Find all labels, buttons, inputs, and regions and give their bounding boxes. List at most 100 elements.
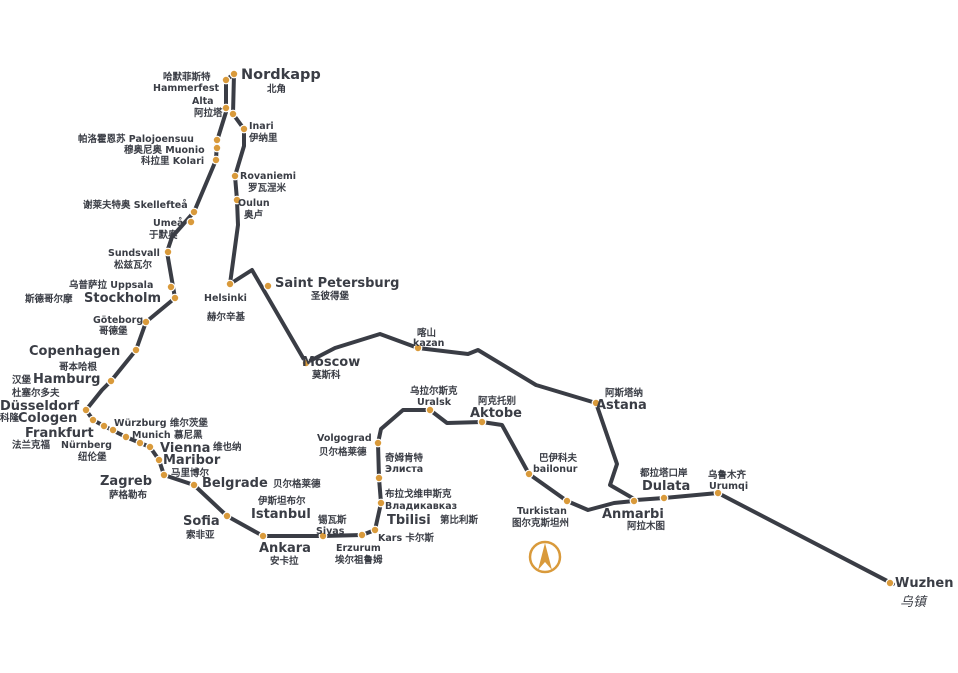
stop-zagreb[interactable] xyxy=(159,470,169,480)
stop-nordkapp[interactable] xyxy=(229,69,239,79)
stop-hamburg[interactable] xyxy=(106,376,116,386)
label-astana-cn: 阿斯塔纳 xyxy=(605,387,643,399)
stop-dusseldorf[interactable] xyxy=(81,405,91,415)
stops xyxy=(81,69,895,588)
label-zagreb-cn: 萨格勒布 xyxy=(109,489,148,501)
stop-dulata[interactable] xyxy=(659,493,669,503)
label-helsinki: Helsinki xyxy=(204,293,247,304)
stop-tbilisi[interactable] xyxy=(376,498,386,508)
stop-skelleftea[interactable] xyxy=(189,207,199,217)
stop-stockholm[interactable] xyxy=(170,293,180,303)
label-urumqi-cn: 乌鲁木齐 xyxy=(708,469,747,481)
label-wuzhen-cn: 乌镇 xyxy=(900,595,928,610)
label-sundsvall: Sundsvall xyxy=(108,248,160,259)
label-muonio: 穆奥尼奥 Muonio xyxy=(124,144,205,156)
label-uralsk: Uralsk xyxy=(417,397,452,408)
stop-oulun[interactable] xyxy=(232,195,242,205)
stop-rovaniemi[interactable] xyxy=(230,171,240,181)
label-maribor: Maribor xyxy=(163,453,221,468)
stop-astana[interactable] xyxy=(591,398,601,408)
stop-palojoensuu[interactable] xyxy=(212,135,222,145)
label-cologne-cn: 科隆 xyxy=(0,412,20,424)
label-elista: Элиста xyxy=(385,464,423,475)
label-hammerfest-cn: 哈默菲斯特 xyxy=(163,71,211,83)
label-stockholm: Stockholm xyxy=(84,291,161,306)
stop-inari[interactable] xyxy=(228,109,238,119)
stop-uralsk[interactable] xyxy=(425,405,435,415)
label-tbilisi-cn: 第比利斯 xyxy=(440,514,479,526)
stop-bailonur[interactable] xyxy=(524,469,534,479)
stop-muonio[interactable] xyxy=(212,143,222,153)
labels: Nordkapp 北角 哈默菲斯特 Hammerfest Alta 阿拉塔 In… xyxy=(0,67,954,610)
label-inari: Inari xyxy=(249,121,274,132)
label-inari-cn: 伊纳里 xyxy=(248,132,278,144)
label-maribor-cn: 马里博尔 xyxy=(171,467,210,479)
stop-urumqi[interactable] xyxy=(713,488,723,498)
stop-hammerfest[interactable] xyxy=(221,75,231,85)
stop-goteborg[interactable] xyxy=(141,317,151,327)
north-arrow-compass-icon xyxy=(528,540,562,574)
label-cologne: Cologen xyxy=(18,411,77,426)
label-astana: Astana xyxy=(596,398,647,413)
stop-maribor[interactable] xyxy=(154,455,164,465)
stop-turkistan[interactable] xyxy=(562,496,572,506)
stop-alta[interactable] xyxy=(221,103,231,113)
label-hammerfest: Hammerfest xyxy=(153,83,220,94)
label-bailonur-cn: 巴伊科夫 xyxy=(539,452,578,464)
label-vladikavkaz-cn: 布拉戈维申斯克 xyxy=(384,488,452,500)
stop-saint-petersburg[interactable] xyxy=(263,281,273,291)
stop-nurnberg[interactable] xyxy=(121,432,131,442)
stop-ankara[interactable] xyxy=(318,531,328,541)
label-nurnberg: Nürnberg xyxy=(61,440,112,451)
stop-aktobe[interactable] xyxy=(477,417,487,427)
stop-kars[interactable] xyxy=(370,525,380,535)
stop-umea[interactable] xyxy=(186,217,196,227)
label-sivas-cn: 锡瓦斯 xyxy=(318,514,347,526)
stop-helsinki[interactable] xyxy=(225,279,235,289)
label-nordkapp-cn: 北角 xyxy=(267,83,286,95)
stop-inari-2[interactable] xyxy=(239,124,249,134)
stop-munich[interactable] xyxy=(135,438,145,448)
label-ankara: Ankara xyxy=(259,541,311,556)
label-saint-petersburg-cn: 圣彼得堡 xyxy=(310,290,350,302)
label-uralsk-cn: 乌拉尔斯克 xyxy=(410,385,458,397)
label-volgograd-cn: 贝尔格莱德 xyxy=(319,446,367,458)
stop-kazan[interactable] xyxy=(413,343,423,353)
stop-vienna[interactable] xyxy=(145,442,155,452)
stop-copenhagen[interactable] xyxy=(131,345,141,355)
label-istanbul-cn: 伊斯坦布尔 xyxy=(257,495,306,507)
stop-belgrade[interactable] xyxy=(189,480,199,490)
label-rovaniemi: Rovaniemi xyxy=(240,171,296,182)
stop-cologne[interactable] xyxy=(88,415,98,425)
label-kazan-cn: 喀山 xyxy=(417,327,436,339)
label-goteborg-cn: 哥德堡 xyxy=(99,325,128,337)
label-copenhagen: Copenhagen xyxy=(29,344,120,359)
stop-istanbul[interactable] xyxy=(258,531,268,541)
label-umea: Umeå xyxy=(153,218,183,229)
stop-kolari[interactable] xyxy=(211,155,221,165)
label-alta: Alta xyxy=(192,96,214,107)
stop-frankfurt[interactable] xyxy=(99,421,109,431)
stop-elista[interactable] xyxy=(374,473,384,483)
label-moscow-cn: 莫斯科 xyxy=(311,369,341,381)
stop-wurzburg[interactable] xyxy=(108,425,118,435)
label-sundsvall-cn: 松兹瓦尔 xyxy=(114,259,153,271)
label-kolari: 科拉里 Kolari xyxy=(141,155,204,167)
label-goteborg: Göteborg xyxy=(93,315,143,326)
label-belgrade-cn: 贝尔格莱德 xyxy=(273,478,321,490)
stop-uppsala[interactable] xyxy=(166,282,176,292)
stop-sivas[interactable] xyxy=(357,530,367,540)
label-istanbul: Istanbul xyxy=(251,507,311,522)
label-copenhagen-cn: 哥本哈根 xyxy=(59,361,98,373)
stop-anmarbi[interactable] xyxy=(629,496,639,506)
stop-wuzhen[interactable] xyxy=(885,578,895,588)
label-helsinki-cn: 赫尔辛基 xyxy=(207,311,246,323)
stop-sofia[interactable] xyxy=(222,511,232,521)
stop-moscow[interactable] xyxy=(301,358,311,368)
stop-sundsvall[interactable] xyxy=(163,247,173,257)
label-anmarbi-cn: 阿拉木图 xyxy=(627,520,665,532)
stop-volgograd[interactable] xyxy=(373,438,383,448)
label-dulata-cn: 都拉塔口岸 xyxy=(639,467,688,479)
label-kars: Kars 卡尔斯 xyxy=(378,532,434,544)
